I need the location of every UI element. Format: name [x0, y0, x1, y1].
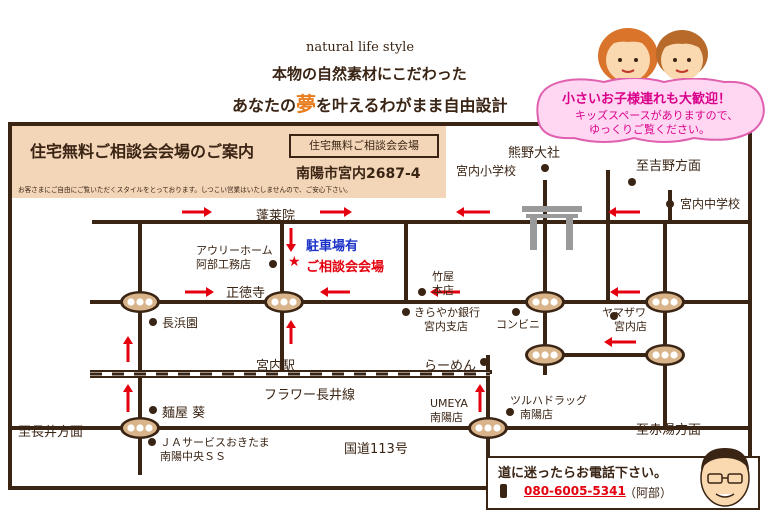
- contact-name: （阿部）: [624, 486, 673, 500]
- info-panel-title: 住宅無料ご相談会会場のご案内: [30, 142, 255, 161]
- label-tsuruha-1: ツルハドラッグ: [510, 394, 587, 407]
- kids-bubble-line1: キッズスペースがありますので、: [575, 109, 739, 122]
- label-venue: ご相談会会場: [306, 260, 385, 275]
- contact-phone[interactable]: 080-6005-5341: [524, 484, 626, 498]
- label-kumano: 熊野大社: [508, 146, 561, 161]
- kids-bubble-line2: ゆっくりご覧ください。: [589, 123, 710, 136]
- kids-bubble-title: 小さいお子様連れも大歓迎！: [562, 92, 732, 107]
- map-frame: [8, 122, 752, 490]
- traffic-signals: [120, 291, 685, 439]
- signal-nagahama: [120, 291, 160, 313]
- signal-convenience-lower: [525, 344, 565, 366]
- headline-pre: あなたの: [232, 96, 297, 115]
- label-ja-1: ＪＡサービスおきたま: [160, 436, 270, 449]
- label-horaiin: 蓬莱院: [256, 209, 296, 224]
- label-flower-line: フラワー長井線: [264, 388, 356, 403]
- label-parking: 駐車場有: [306, 239, 359, 254]
- kids-bubble: [536, 78, 765, 143]
- label-ramen: らーめん: [424, 359, 477, 374]
- girl-icon: [598, 28, 658, 84]
- headline-line1: 本物の自然素材にこだわった: [272, 65, 467, 83]
- info-panel-note: お客さまにご自由にご覧いただくスタイルをとっております。しつこい営業はいたしませ…: [18, 186, 352, 194]
- signal-yamazawa-lower: [645, 344, 685, 366]
- label-tsuruha-2: 南陽店: [520, 408, 553, 421]
- label-takeya-2: 本店: [432, 284, 454, 297]
- label-akayu: 至赤湯方面: [636, 423, 702, 438]
- signal-yamazawa-upper: [645, 291, 685, 313]
- headline-line2: あなたの夢を叶えるわがまま自由設計: [232, 88, 508, 117]
- venue-star-icon: ★: [288, 254, 301, 270]
- label-shotokuji: 正徳寺: [226, 286, 266, 301]
- label-yamazawa-1: ヤマザワ: [602, 306, 646, 319]
- label-convenience: コンビニ: [496, 318, 540, 331]
- signal-convenience-upper: [525, 291, 565, 313]
- label-umeya-2: 南陽店: [430, 411, 463, 424]
- label-menya: 麺屋 葵: [162, 406, 206, 421]
- label-route113: 国道113号: [344, 442, 408, 457]
- info-panel-address: 南陽市宮内2687-4: [296, 166, 421, 182]
- label-miyauchi-station: 宮内駅: [256, 359, 296, 374]
- label-ja-2: 南陽中央ＳＳ: [160, 450, 226, 463]
- torii-icon: [522, 206, 582, 250]
- label-umeya-1: UMEYA: [430, 397, 468, 410]
- label-kirayaka-2: 宮内支店: [424, 320, 468, 333]
- label-miyauchi-jhs: 宮内中学校: [680, 197, 741, 211]
- avatar: [700, 448, 750, 507]
- label-awry-2: 阿部工務店: [196, 258, 251, 271]
- direction-arrows: [123, 207, 640, 412]
- phone-icon: [500, 484, 507, 498]
- boy-icon: [656, 30, 708, 81]
- label-nagai: 至長井方面: [18, 425, 84, 440]
- kids-illustration: [598, 28, 708, 84]
- label-kirayaka-1: きらやか銀行: [414, 306, 480, 319]
- label-takeya-1: 竹屋: [432, 270, 454, 283]
- tagline: natural life style: [306, 40, 415, 55]
- landmark-dots: [148, 164, 674, 446]
- info-panel-badge: 住宅無料ご相談会会場: [289, 134, 439, 158]
- label-awry-1: アウリーホーム: [196, 244, 273, 257]
- label-yoshino: 至吉野方面: [636, 159, 702, 174]
- signal-ja: [120, 417, 160, 439]
- headline-dream: 夢: [296, 92, 317, 116]
- label-miyauchi-elem: 宮内小学校: [456, 164, 517, 178]
- signal-umeya: [468, 417, 508, 439]
- contact-line: 道に迷ったらお電話下さい。: [498, 466, 668, 481]
- signal-shotokuji: [264, 291, 304, 313]
- headline-post: を叶えるわがまま自由設計: [316, 96, 508, 115]
- label-yamazawa-2: 宮内店: [614, 320, 647, 333]
- label-nagahamaen: 長浜園: [162, 316, 199, 330]
